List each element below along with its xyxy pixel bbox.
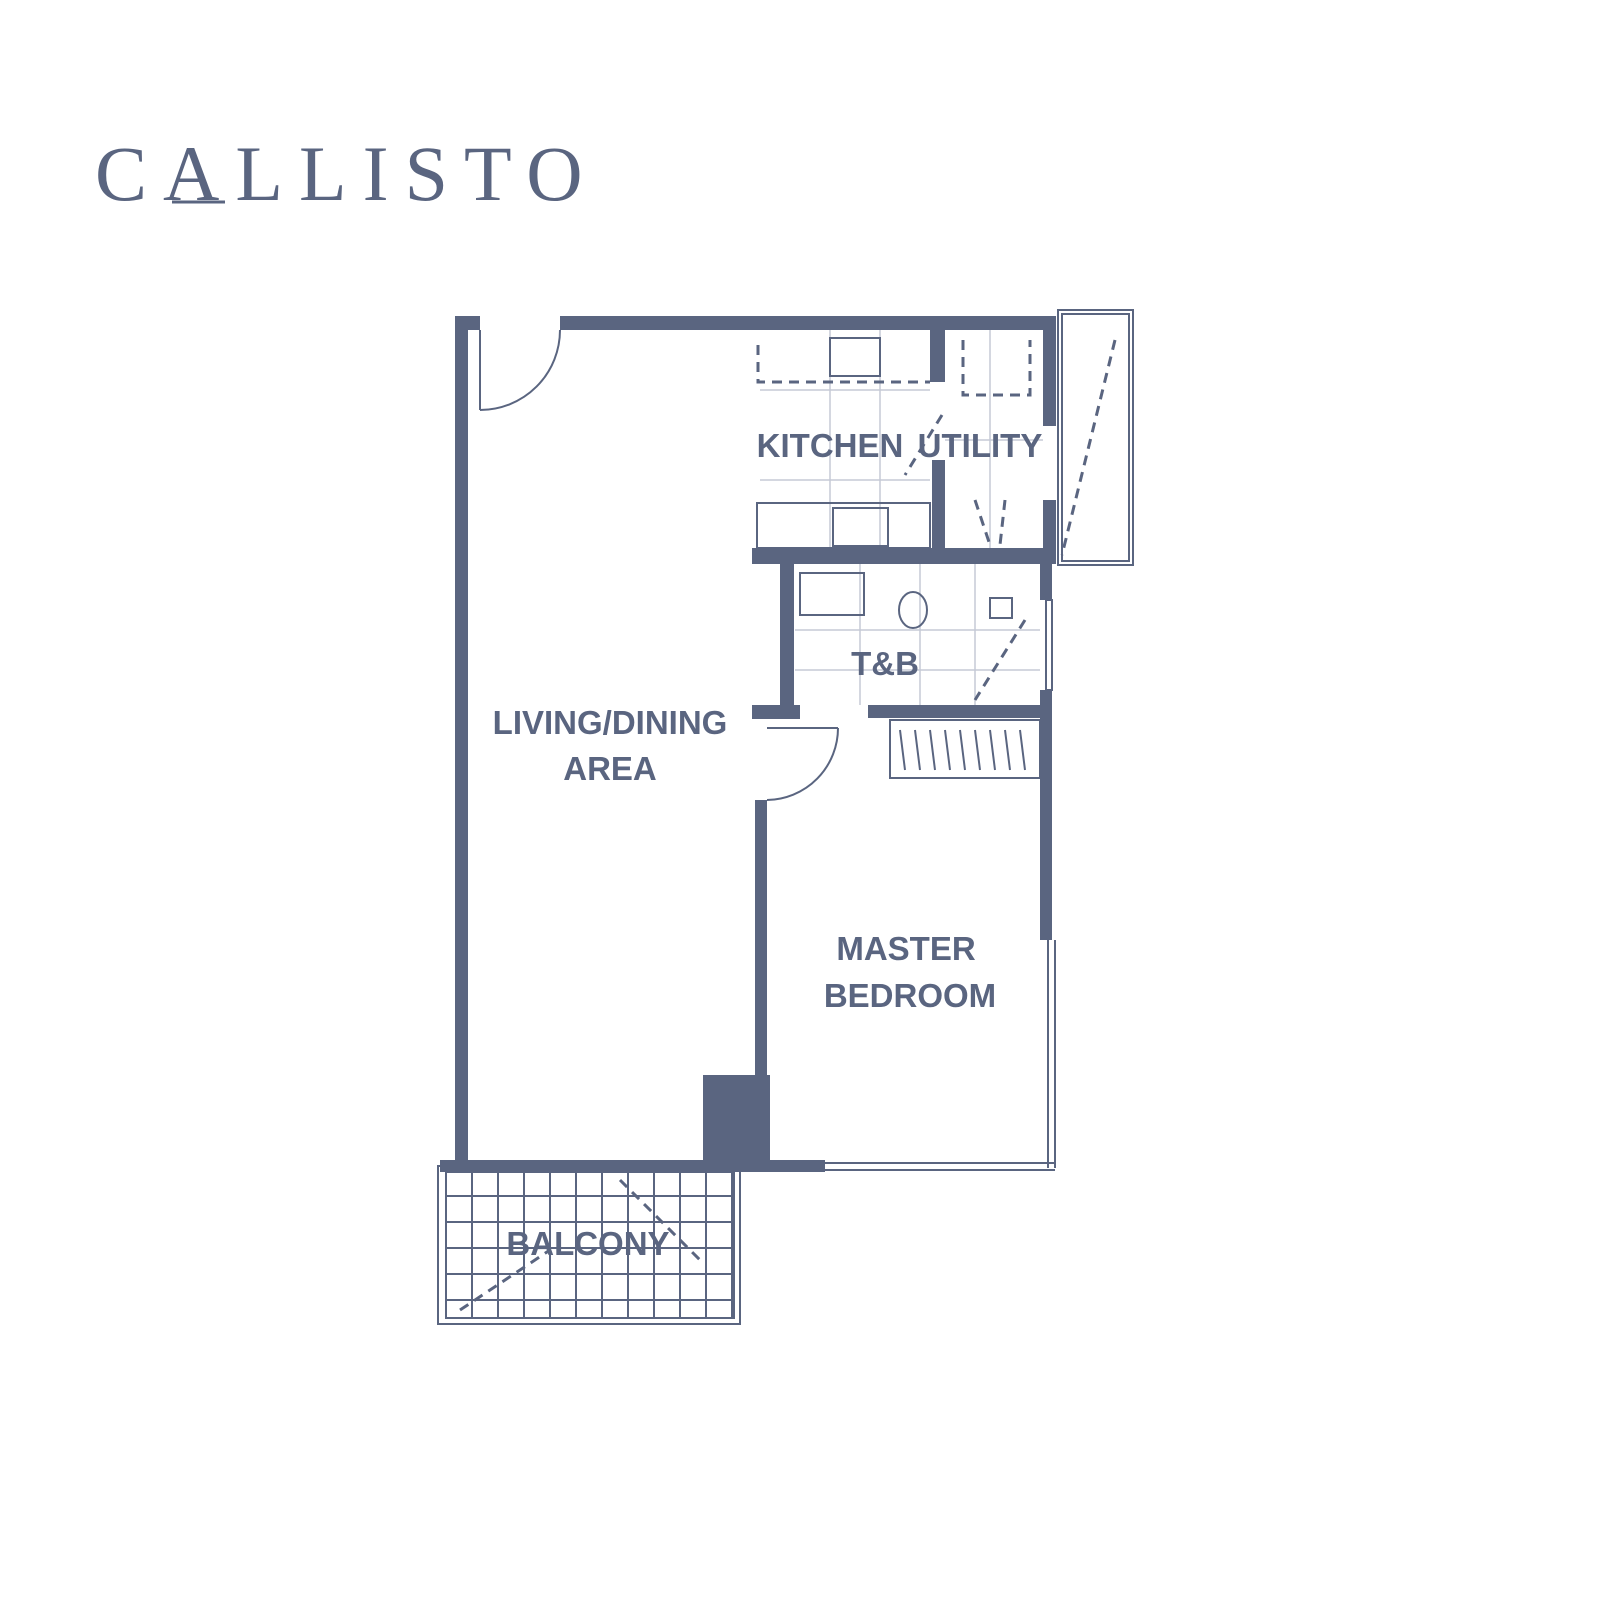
tb-fixtures	[795, 564, 1040, 705]
label-living-2: AREA	[563, 750, 657, 787]
label-balcony: BALCONY	[506, 1225, 669, 1262]
walls	[440, 309, 1134, 1172]
balcony-grid	[437, 1165, 741, 1325]
label-tb: T&B	[851, 645, 919, 682]
closet	[889, 719, 1041, 779]
label-bedroom-1: MASTER	[836, 930, 976, 967]
label-bedroom-2: BEDROOM	[824, 977, 996, 1014]
kitchen-fixtures	[756, 330, 1043, 549]
label-kitchen: KITCHEN	[757, 427, 904, 464]
doors	[479, 329, 839, 801]
label-utility: UTILITY	[918, 427, 1043, 464]
brand-logo: CALLISTO	[95, 130, 599, 217]
label-living-1: LIVING/DINING	[493, 704, 728, 741]
